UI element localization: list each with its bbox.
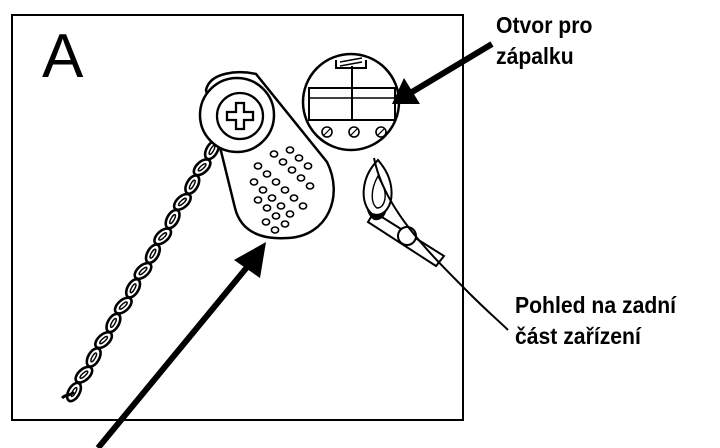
tag-hole bbox=[303, 162, 313, 170]
callout-match-hole-line1: Otvor pro bbox=[496, 12, 593, 38]
callout-match-hole-line2: zápalku bbox=[496, 43, 574, 69]
tag-hole bbox=[305, 182, 315, 190]
chain-icon bbox=[60, 137, 224, 405]
tag-hole bbox=[249, 178, 259, 186]
tag-hole bbox=[278, 158, 288, 166]
tag-hole bbox=[267, 194, 277, 202]
tag-hole bbox=[262, 204, 272, 212]
tag-hole bbox=[289, 194, 299, 202]
tag-hole bbox=[271, 212, 281, 220]
tag-hole bbox=[270, 226, 280, 234]
leader-line-rear-view bbox=[373, 157, 509, 331]
tag-hole bbox=[276, 202, 286, 210]
tag-hole bbox=[262, 170, 272, 178]
tag-hole bbox=[258, 186, 268, 194]
tag-hole bbox=[298, 202, 308, 210]
chain-end bbox=[60, 390, 76, 400]
tag-hole bbox=[285, 146, 295, 154]
panel-letter: A bbox=[42, 22, 84, 91]
tag-hole bbox=[271, 178, 281, 186]
tag-hole bbox=[261, 218, 271, 226]
callout-rear-view-line1: Pohled na zadní bbox=[515, 292, 677, 318]
callout-match-hole: Otvor pro zápalku bbox=[496, 10, 592, 72]
tag-hole bbox=[296, 174, 306, 182]
callout-rear-view: Pohled na zadní část zařízení bbox=[515, 290, 676, 352]
tag-hole bbox=[280, 186, 290, 194]
callout-rear-view-line2: část zařízení bbox=[515, 323, 641, 349]
rear-view-detail bbox=[301, 52, 401, 152]
arrow-to-tag bbox=[95, 242, 266, 448]
tag-hole bbox=[253, 162, 263, 170]
tag-hole bbox=[294, 154, 304, 162]
tag-hole bbox=[253, 196, 263, 204]
tag-hole bbox=[269, 150, 279, 158]
tag-hole bbox=[285, 210, 295, 218]
arrow-to-match-hole bbox=[392, 41, 494, 104]
tag-hole bbox=[287, 166, 297, 174]
screw-icon bbox=[198, 76, 276, 154]
tag-hole bbox=[280, 220, 290, 228]
